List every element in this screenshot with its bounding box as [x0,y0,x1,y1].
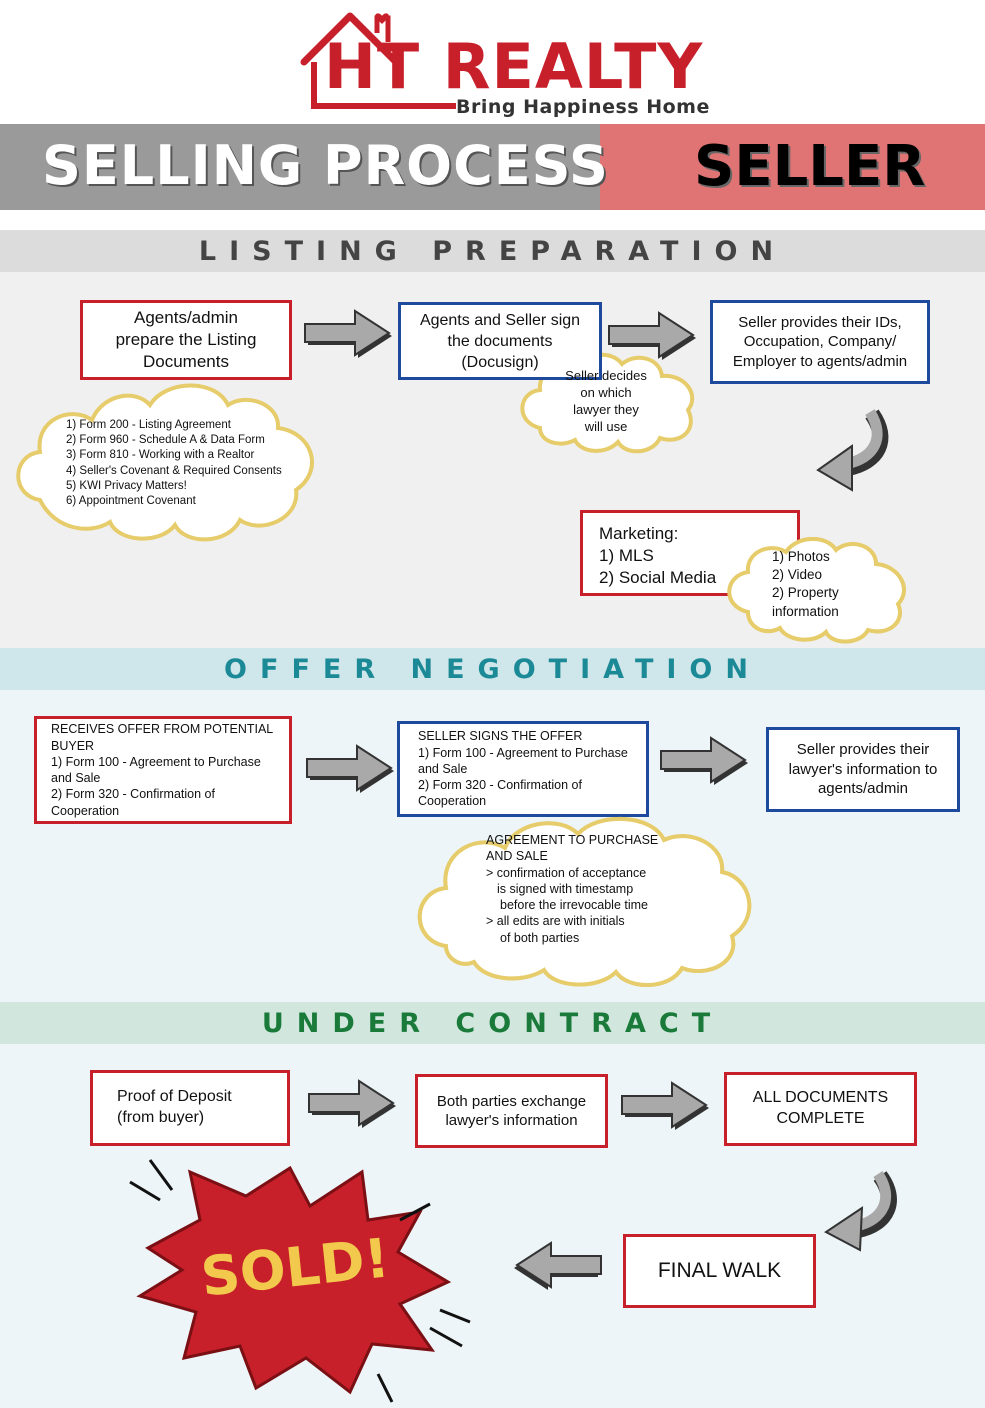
agreement-notes: AGREEMENT TO PURCHASE AND SALE > confirm… [486,833,659,945]
arrow-left-icon [514,1241,602,1290]
receive-offer-box: RECEIVES OFFER FROM POTENTIAL BUYER 1) F… [34,716,292,824]
final-walk-box: FINAL WALK [623,1234,816,1308]
provide-ids-box: Seller provides their IDs, Occupation, C… [710,300,930,384]
curved-arrow-icon [816,409,889,492]
marketing-assets-list: 1) Photos 2) Video 2) Property informati… [772,549,839,619]
section-header-offer: OFFER NEGOTIATION [0,648,985,690]
proof-of-deposit-box: Proof of Deposit (from buyer) [90,1070,290,1146]
header-left-band [0,124,600,210]
header-right-band [600,124,985,210]
all-documents-complete-box: ALL DOCUMENTS COMPLETE [724,1072,917,1146]
exchange-lawyer-info-box: Both parties exchange lawyer's informati… [415,1074,608,1148]
brand-name: HT REALTY [324,30,704,103]
section-header-contract: UNDER CONTRACT [0,1002,985,1044]
listing-forms-list: 1) Form 200 - Listing Agreement 2) Form … [66,419,282,507]
role-title: SELLER [694,134,926,199]
sold-burst-shape [129,1159,471,1403]
cloud-shape [16,383,314,542]
page-title: SELLING PROCESS [42,134,609,197]
prepare-documents-box: Agents/admin prepare the Listing Documen… [80,300,292,380]
lawyer-info-box: Seller provides their lawyer's informati… [766,727,960,812]
seller-signs-offer-box: SELLER SIGNS THE OFFER 1) Form 100 - Agr… [397,721,649,817]
lawyer-decision-note: Seller decides on which lawyer they will… [565,368,647,435]
curved-arrow-icon [824,1170,897,1252]
house-logo-icon [300,12,456,109]
brand-tagline: Bring Happiness Home [456,96,710,118]
sign-documents-box: Agents and Seller sign the documents (Do… [398,302,602,380]
section-header-listing: LISTING PREPARATION [0,230,985,272]
